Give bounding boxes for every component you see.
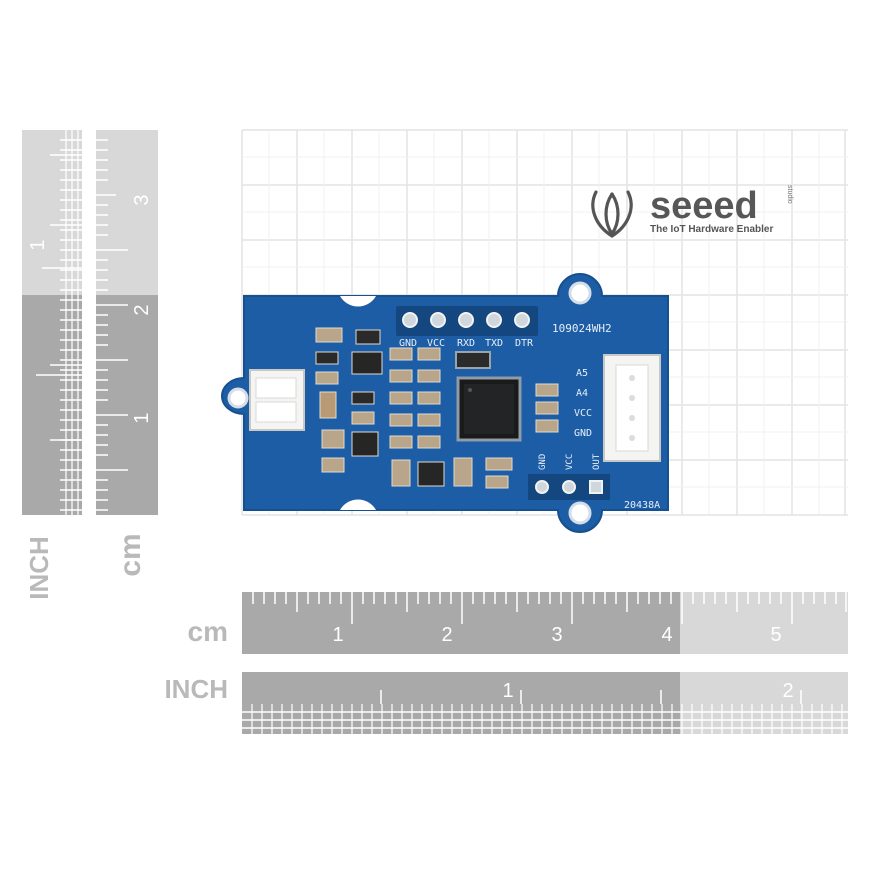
header-pin-rxd: RXD — [457, 338, 475, 349]
horizontal-cm-ruler — [242, 592, 848, 654]
horizontal-inch-ruler — [242, 672, 848, 734]
mounting-hole — [568, 501, 592, 525]
bottom-header — [528, 474, 610, 500]
top-header-pads — [396, 306, 538, 336]
header-pin-txd: TXD — [485, 338, 503, 349]
horizontal-cm-number-1: 1 — [332, 624, 343, 646]
seeed-brand: seeed — [650, 185, 758, 227]
bottom-pin-gnd: GND — [538, 454, 548, 470]
horizontal-inch-numbers: 1 2 — [502, 680, 793, 702]
smd-components — [315, 327, 559, 489]
vertical-cm-number-3: 3 — [131, 194, 153, 205]
bottom-pin-out: OUT — [592, 453, 602, 470]
vertical-inch-number-1: 1 — [27, 239, 49, 250]
horizontal-cm-label: cm — [188, 616, 228, 647]
vertical-ruler-numbers: 3 2 1 1 — [27, 194, 153, 423]
grove-pin-gnd: GND — [574, 428, 592, 439]
top-header-labels: GND VCC RXD TXD DTR — [399, 338, 534, 349]
seeed-leaf-icon — [591, 190, 633, 238]
seeed-studio: studio — [786, 185, 793, 204]
main-chip — [456, 376, 522, 442]
header-pin-dtr: DTR — [515, 338, 534, 349]
mounting-hole — [227, 387, 249, 409]
vertical-cm-ruler — [96, 130, 158, 515]
seeed-tagline: The IoT Hardware Enabler — [650, 224, 773, 235]
grove-pin-a5: A5 — [576, 368, 588, 379]
board-revision: 20438A — [624, 500, 660, 511]
horizontal-inch-number-1: 1 — [502, 680, 513, 702]
grove-pcb-board: GND VCC RXD TXD DTR 109024WH2 — [220, 272, 669, 534]
vertical-cm-number-2: 2 — [131, 304, 153, 315]
grove-pin-vcc: VCC — [574, 408, 592, 419]
grove-pin-a4: A4 — [576, 388, 588, 399]
mounting-hole — [568, 281, 592, 305]
horizontal-cm-number-2: 2 — [441, 624, 452, 646]
part-code: 109024WH2 — [552, 322, 612, 335]
horizontal-inch-number-2: 2 — [782, 680, 793, 702]
horizontal-cm-numbers: 1 2 3 4 5 — [332, 624, 781, 646]
vertical-cm-number-1: 1 — [131, 412, 153, 423]
header-pin-vcc: VCC — [427, 338, 445, 349]
vertical-inch-ruler — [22, 130, 82, 515]
header-pin-gnd: GND — [399, 338, 417, 349]
right-grove-connector — [603, 354, 661, 462]
bottom-pin-vcc: VCC — [565, 454, 575, 470]
horizontal-cm-number-3: 3 — [551, 624, 562, 646]
vertical-cm-label: cm — [114, 533, 147, 576]
seeed-logo: seeed studio The IoT Hardware Enabler — [591, 185, 793, 238]
grove-pin-labels: A5 A4 VCC GND — [574, 368, 592, 439]
vertical-inch-label: INCH — [24, 536, 54, 600]
horizontal-cm-number-5: 5 — [770, 624, 781, 646]
horizontal-inch-label: INCH — [164, 674, 228, 704]
bottom-pin-labels: GND VCC OUT — [538, 453, 602, 470]
horizontal-cm-number-4: 4 — [661, 624, 672, 646]
left-grove-connector — [249, 369, 305, 431]
